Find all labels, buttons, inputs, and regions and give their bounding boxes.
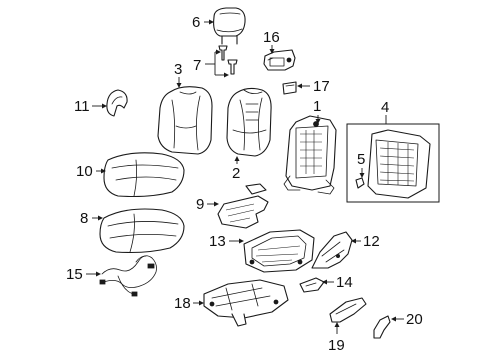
callout-12: 12 (363, 233, 380, 250)
lever-part (299, 277, 325, 293)
cap-part (282, 81, 297, 95)
callout-6: 6 (192, 14, 200, 31)
bracket-part (263, 49, 296, 71)
track-cover-part (329, 297, 367, 323)
seat-cushion-cover-part (99, 208, 185, 254)
callout-10: 10 (76, 163, 93, 180)
callout-7: 7 (193, 57, 201, 74)
callout-1: 1 (313, 98, 321, 115)
callout-20: 20 (406, 311, 423, 328)
callout-13: 13 (209, 233, 226, 250)
side-shield-part (311, 231, 353, 269)
callout-3: 3 (174, 61, 182, 78)
callout-4: 4 (381, 99, 389, 116)
seatback-cover-part (226, 87, 272, 157)
cushion-frame-part (243, 229, 315, 273)
callout-16: 16 (263, 29, 280, 46)
small-cover-part (373, 315, 391, 339)
callout-9: 9 (196, 196, 204, 213)
callout-19: 19 (328, 337, 345, 354)
callout-15: 15 (66, 266, 83, 283)
leader-lines (86, 19, 404, 334)
seat-track-part (203, 279, 289, 327)
wire-harness-part (99, 255, 157, 297)
leader-7 (205, 49, 229, 78)
seatback-pad-part (157, 86, 213, 155)
callout-labels: 6 16 7 3 17 11 1 4 5 10 2 9 8 13 12 15 1… (66, 14, 423, 354)
callout-2: 2 (232, 165, 240, 182)
seatback-panel-box (346, 123, 440, 203)
seatback-frame-part (283, 115, 337, 195)
callout-17: 17 (313, 78, 330, 95)
seat-cushion-pad-part (103, 152, 185, 198)
callout-8: 8 (80, 210, 88, 227)
callout-11: 11 (74, 98, 90, 115)
callout-5: 5 (357, 151, 365, 168)
callout-14: 14 (336, 274, 353, 291)
headrest-guide-part (218, 45, 238, 75)
headrest-part (213, 7, 246, 45)
side-trim-part (106, 89, 128, 117)
heater-mat-part (217, 183, 269, 229)
callout-18: 18 (174, 295, 191, 312)
